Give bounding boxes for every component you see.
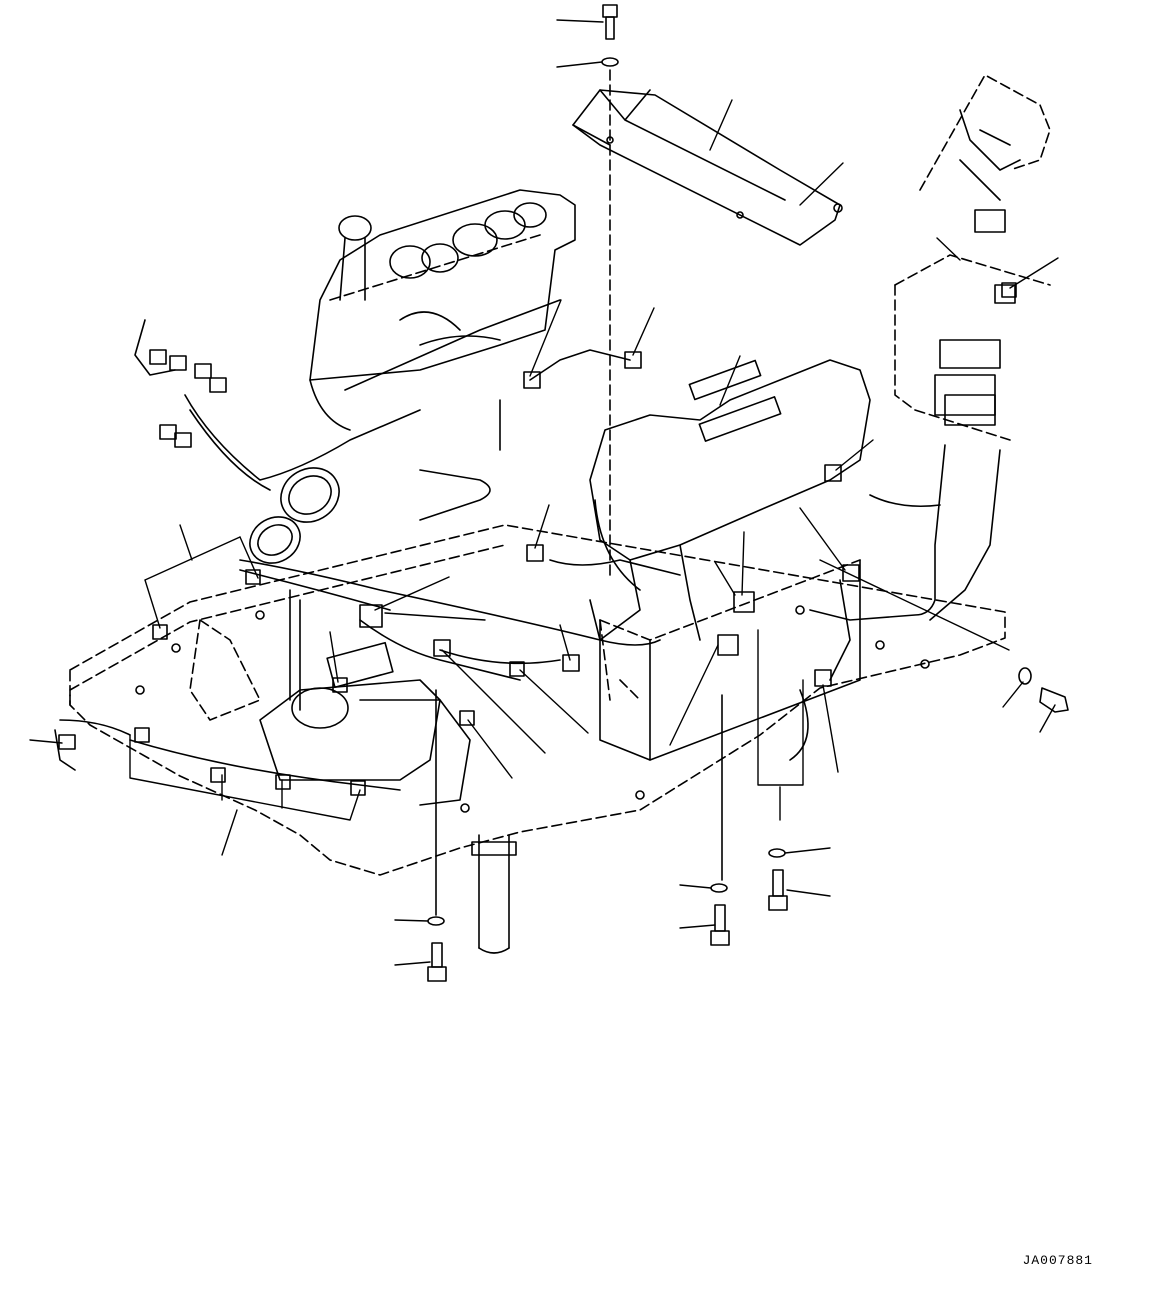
radiator-unit: [310, 190, 575, 430]
clamps: [59, 283, 1016, 795]
lamp-assembly: [241, 457, 348, 572]
wire-harness: [55, 300, 1000, 790]
figure-code: JA007881: [1022, 1253, 1093, 1268]
right-bolt: [1019, 668, 1068, 712]
cover-plate: [573, 90, 842, 245]
center-tank: [590, 360, 870, 640]
support-post: [472, 835, 516, 953]
pedal-block: [190, 620, 470, 805]
control-box: [895, 75, 1050, 440]
bottom-bolts: [428, 690, 787, 981]
left-connector-cluster: [135, 320, 420, 490]
frame-box: [600, 560, 860, 760]
floor-plate: [70, 525, 1005, 875]
leader-lines: [30, 20, 1058, 965]
